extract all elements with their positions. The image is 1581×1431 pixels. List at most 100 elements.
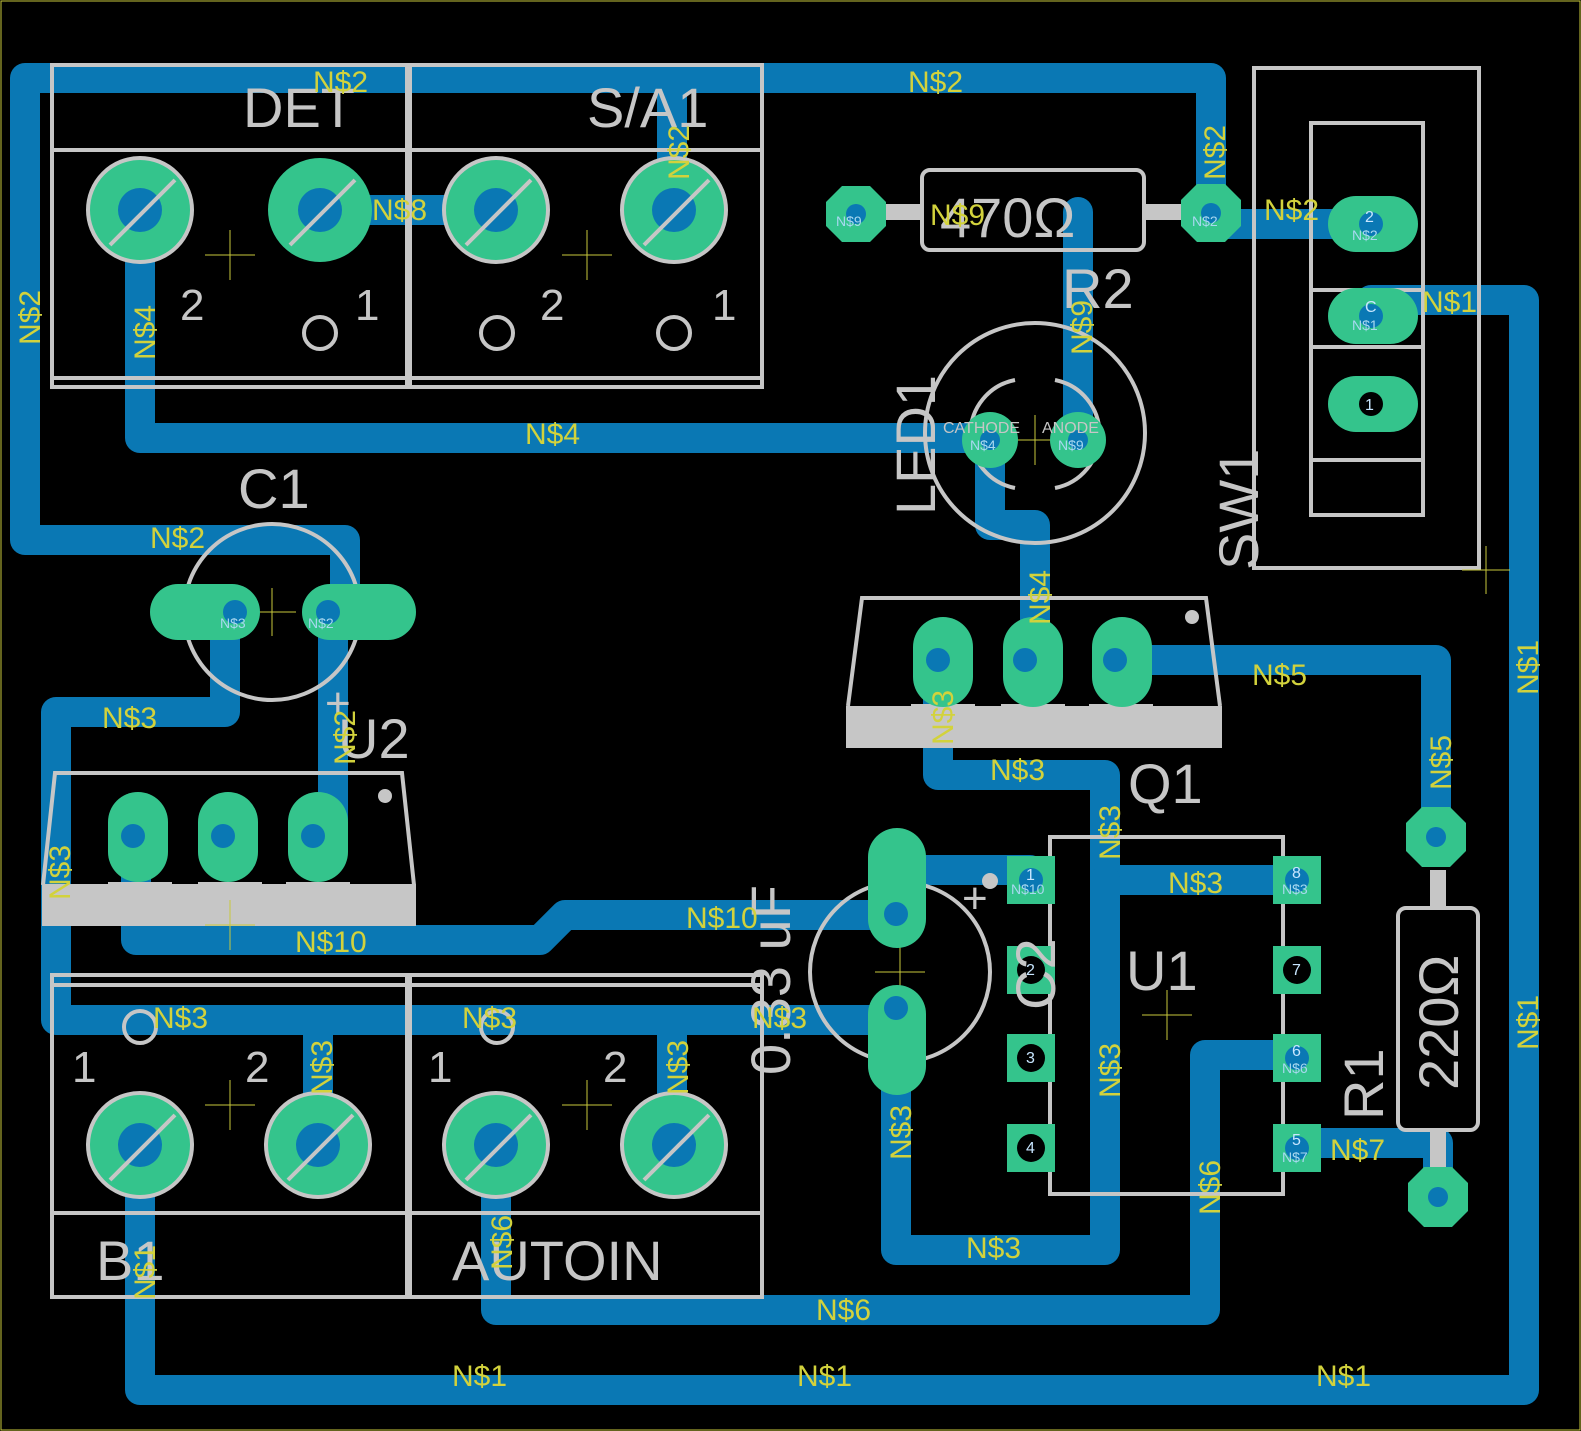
netlbl-n3-b: N$3	[990, 754, 1045, 787]
trace-n5	[1107, 645, 1451, 850]
padlbl-led-n4: N$4	[970, 437, 996, 453]
netlbl-n3-v2: N$3	[927, 690, 960, 745]
trace-n4	[125, 195, 1050, 675]
netlbl-n4-v2: N$4	[1024, 570, 1057, 625]
padlbl-u1-n6: N$6	[1282, 1060, 1308, 1076]
u1-pin-7: 7	[1292, 962, 1301, 979]
r2-ref: R2	[1062, 257, 1134, 320]
led1-ref: LED1	[884, 375, 947, 515]
padlbl-sw-n1: N$1	[1352, 317, 1378, 333]
netlbl-n3-v6: N$3	[306, 1040, 339, 1095]
netlbl-n2-v1: N$2	[14, 290, 47, 345]
sa1-pin-1: 1	[712, 281, 736, 330]
netlbl-n9-a: N$9	[930, 199, 985, 232]
terminal-pads-bottom	[86, 1091, 728, 1199]
netlbl-n2-d: N$2	[150, 522, 205, 555]
traces	[10, 63, 1539, 1405]
r2-body	[885, 168, 1184, 252]
r2-value: 470Ω	[940, 186, 1075, 249]
netlbl-n3-d: N$3	[153, 1002, 208, 1035]
c2-plus: +	[962, 874, 988, 923]
det-label: DET	[243, 76, 355, 139]
autoin-pin-2: 2	[603, 1043, 627, 1092]
u1-pin-5: 5	[1292, 1132, 1301, 1149]
netlbl-n3-v3: N$3	[1094, 805, 1127, 860]
netlbl-n1-v1: N$1	[1512, 640, 1545, 695]
netlbl-n2-v3: N$2	[663, 125, 696, 180]
padlbl-c1-n2: N$2	[308, 615, 334, 631]
c1-ref: C1	[238, 457, 310, 520]
netlbl-n2-v4: N$2	[329, 710, 362, 765]
netlbl-n3-f: N$3	[752, 1002, 807, 1035]
netlbl-n4-a: N$4	[525, 418, 580, 451]
netlbl-n2-v2: N$2	[1199, 125, 1232, 180]
netlbl-n1-v3: N$1	[129, 1245, 162, 1300]
netlbl-n5-a: N$5	[1252, 659, 1307, 692]
autoin-ref: AUTOIN	[452, 1229, 663, 1292]
trace-n3-u2	[41, 597, 915, 1035]
padlbl-c1-n3: N$3	[220, 615, 246, 631]
sw1-pin-2: 2	[1365, 209, 1374, 226]
netlbl-n9-v: N$9	[1066, 300, 1099, 355]
u1-pads	[1007, 856, 1321, 1172]
terminal-pin-numbers: 2 1 2 1 1 2 1 2	[72, 281, 736, 1092]
u1-pin-4: 4	[1026, 1140, 1035, 1157]
padlbl-u1-n10: N$10	[1011, 881, 1045, 897]
netlbl-n2-b: N$2	[908, 66, 963, 99]
netlbl-n1-d: N$1	[1316, 1360, 1371, 1393]
net-labels: N$2 N$2 N$2 N$2 N$8 N$9 N$4 N$1 N$1 N$1 …	[14, 66, 1545, 1393]
led1-pads	[962, 412, 1106, 468]
trace-n6	[481, 1040, 1312, 1325]
netlbl-n5-v: N$5	[1425, 735, 1458, 790]
led-cathode: CATHODE	[943, 420, 1020, 437]
pad-net-labels: N$9 N$2 N$2 N$1 N$4 N$9 N$3 N$2 N$10 N$3…	[220, 213, 1378, 1165]
sw1-pin-1: 1	[1365, 397, 1374, 414]
padlbl-sw-n2: N$2	[1352, 227, 1378, 243]
u1-package	[982, 835, 1285, 1196]
netlbl-n2-c: N$2	[1264, 194, 1319, 227]
netlbl-n3-v1: N$3	[44, 845, 77, 900]
autoin-pin-1: 1	[428, 1043, 452, 1092]
det-terminal	[50, 63, 409, 389]
u1-pin-8: 8	[1292, 865, 1301, 882]
netlbl-n1-a: N$1	[1422, 286, 1477, 319]
b1-pin-2: 2	[245, 1043, 269, 1092]
sa1-pin-2: 2	[540, 281, 564, 330]
sa1-label: S/A1	[587, 76, 708, 139]
netlbl-n8: N$8	[372, 194, 427, 227]
netlbl-n3-v4: N$3	[1094, 1043, 1127, 1098]
u2-ref: U2	[338, 707, 410, 770]
netlbl-n7-a: N$7	[1330, 1134, 1385, 1167]
q1-ref: Q1	[1128, 752, 1203, 815]
trace-n3-u1	[881, 865, 1120, 1265]
netlbl-n10-b: N$10	[686, 902, 758, 935]
padlbl-r2-n2: N$2	[1192, 213, 1218, 229]
netlbl-n3-c: N$3	[1168, 867, 1223, 900]
padlbl-u1-n7: N$7	[1282, 1149, 1308, 1165]
component-labels: DET S/A1 470Ω R2 C1 U2 Q1 U1 B1 AUTOIN L…	[96, 76, 1470, 1292]
sa1-terminal	[408, 63, 764, 389]
netlbl-n3-v7: N$3	[662, 1040, 695, 1095]
padlbl-r2-n9: N$9	[836, 213, 862, 229]
u2-package	[41, 771, 416, 950]
netlbl-n4-v1: N$4	[129, 305, 162, 360]
det-pin-2: 2	[180, 281, 204, 330]
led-anode: ANODE	[1042, 420, 1099, 437]
c1-pads	[150, 584, 416, 640]
netlbl-n3-v5: N$3	[885, 1105, 918, 1160]
c1-plus: +	[325, 679, 351, 728]
q1-pads	[913, 617, 1152, 707]
netlbl-n6-a: N$6	[816, 1294, 871, 1327]
r1-pads	[1406, 807, 1468, 1227]
r1-value: 220Ω	[1407, 955, 1470, 1090]
r1-body	[1396, 870, 1480, 1170]
c2-value: 0.33 uF	[739, 885, 802, 1075]
netlbl-n6-v1: N$6	[1194, 1160, 1227, 1215]
r2-pads	[826, 184, 1241, 242]
b1-pin-1: 1	[72, 1043, 96, 1092]
netlbl-n3-e: N$3	[462, 1002, 517, 1035]
trace-n2-top	[10, 63, 1386, 627]
